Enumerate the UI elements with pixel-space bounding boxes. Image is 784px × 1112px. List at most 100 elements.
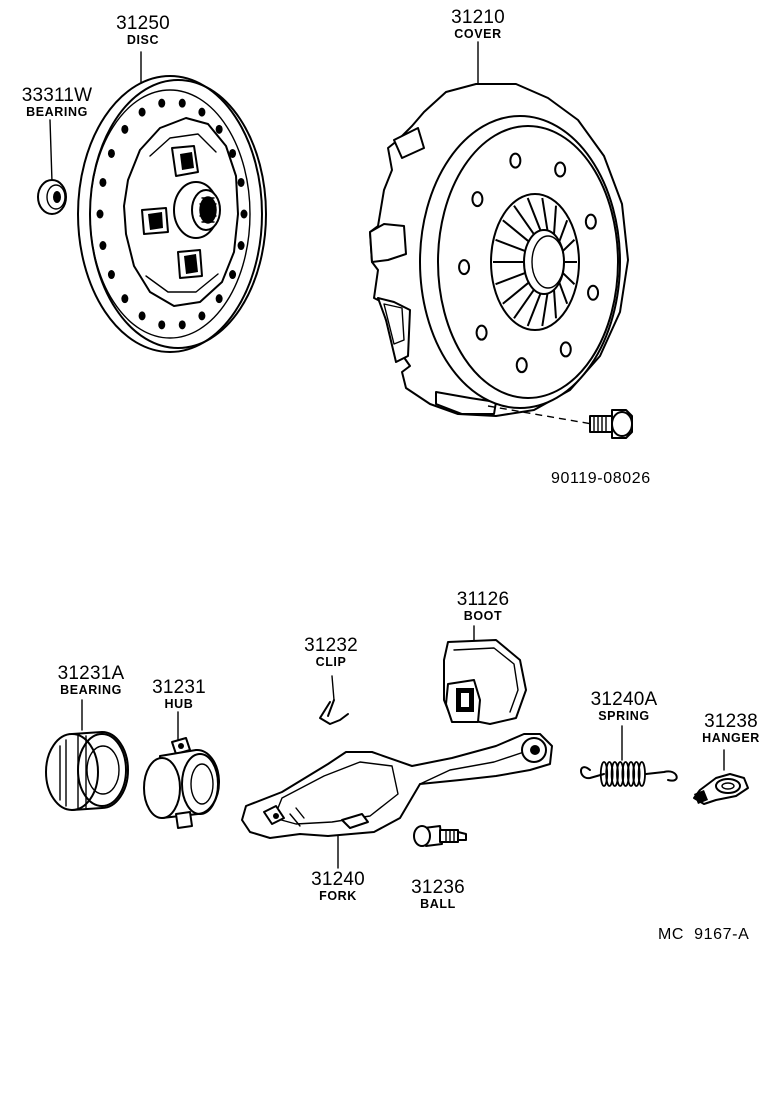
spring-coil xyxy=(632,761,641,787)
clutch-disc-drawing xyxy=(77,51,267,353)
cover-hole xyxy=(471,191,484,208)
part-name: SPRING xyxy=(598,709,650,723)
rivet-hole xyxy=(107,270,115,280)
rivet-hole xyxy=(237,241,245,251)
part-number: 31231 xyxy=(152,677,206,698)
part-name: FORK xyxy=(319,889,357,903)
part-number: 31240A xyxy=(590,689,658,710)
callout-cover-bolt: 90119-08026 xyxy=(551,470,651,487)
rivet-hole xyxy=(178,320,186,330)
diaphragm-finger xyxy=(558,282,569,305)
rivet-hole xyxy=(237,177,245,187)
rivet-hole xyxy=(240,209,248,219)
diaphragm-finger xyxy=(513,289,535,319)
cover-hole xyxy=(475,324,488,341)
part-number: 31236 xyxy=(411,877,465,898)
diaphragm-finger xyxy=(495,238,526,252)
fork-drawing xyxy=(241,733,553,869)
part-name: BEARING xyxy=(60,683,122,697)
rivet-hole xyxy=(107,148,115,158)
spring-coil xyxy=(626,761,636,787)
diaphragm-finger xyxy=(553,205,557,235)
diaphragm-finger xyxy=(541,293,549,327)
diaphragm-finger xyxy=(526,293,542,327)
callout-hub: 31231 HUB xyxy=(146,678,212,711)
diaphragm-finger xyxy=(526,197,542,231)
rivet-hole xyxy=(198,311,206,321)
diaphragm-finger xyxy=(495,272,526,286)
part-name: DISC xyxy=(126,33,160,47)
spring-coil xyxy=(605,761,614,787)
rivet-hole xyxy=(215,294,223,304)
spring-coil xyxy=(616,761,625,787)
rivet-hole xyxy=(229,270,237,280)
cover-hole xyxy=(587,284,600,301)
part-number: 31232 xyxy=(304,635,358,656)
rivet-hole xyxy=(158,98,166,108)
release-bearing-drawing xyxy=(45,699,129,811)
part-name: HANGER xyxy=(702,731,760,745)
part-name: HUB xyxy=(164,697,194,711)
rivet-hole xyxy=(99,241,107,251)
ball-drawing xyxy=(413,825,467,847)
callout-boot: 31126 BOOT xyxy=(448,590,518,623)
cover-hole xyxy=(559,341,572,358)
cover-bolt-drawing xyxy=(589,409,633,439)
part-name: BALL xyxy=(420,897,456,911)
part-name: COVER xyxy=(454,27,502,41)
part-number: 31250 xyxy=(116,13,170,34)
diaphragm-finger xyxy=(562,272,576,285)
diagram-code: MC 9167-A xyxy=(658,926,750,943)
cover-hole xyxy=(515,357,528,374)
rivet-hole xyxy=(215,124,223,134)
rivet-hole xyxy=(158,320,166,330)
part-number: 31210 xyxy=(451,7,505,28)
hub-drawing xyxy=(143,711,220,829)
diaphragm-finger xyxy=(541,197,549,231)
callout-cover: 31210 COVER xyxy=(438,8,518,41)
hanger-drawing xyxy=(693,749,749,805)
part-number: 33311W xyxy=(21,85,93,106)
spring-drawing xyxy=(580,725,678,787)
rivet-hole xyxy=(96,209,104,219)
cover-hole xyxy=(458,259,471,276)
callout-spring: 31240A SPRING xyxy=(584,690,664,723)
boot-drawing xyxy=(443,625,527,725)
cover-hole xyxy=(554,161,567,178)
diaphragm-finger xyxy=(562,239,576,252)
part-number: 31238 xyxy=(704,711,758,732)
clutch-cover-drawing xyxy=(369,41,629,425)
diaphragm-finger xyxy=(558,219,569,242)
clip-drawing xyxy=(319,675,349,725)
spring-coil xyxy=(610,761,619,787)
part-number: 31231A xyxy=(57,663,125,684)
diaphragm-finger xyxy=(502,281,530,305)
callout-fork: 31240 FORK xyxy=(302,870,374,903)
rivet-hole xyxy=(121,294,129,304)
part-number: 31126 xyxy=(456,589,510,610)
diaphragm-finger xyxy=(513,205,535,235)
cover-hole xyxy=(584,213,597,230)
part-name: BOOT xyxy=(463,609,503,623)
part-number: 31240 xyxy=(311,869,365,890)
part-name: CLIP xyxy=(315,655,347,669)
diaphragm-finger xyxy=(502,219,530,243)
callout-hanger: 31238 HANGER xyxy=(692,712,770,745)
rivet-hole xyxy=(229,148,237,158)
rivet-hole xyxy=(138,311,146,321)
callout-disc: 31250 DISC xyxy=(104,14,182,47)
callout-pilot-bearing: 33311W BEARING xyxy=(14,86,100,119)
rivet-hole xyxy=(198,107,206,117)
rivet-hole xyxy=(99,177,107,187)
cover-hole xyxy=(509,152,522,169)
spring-coil xyxy=(621,761,630,787)
rivet-hole xyxy=(121,124,129,134)
callout-release-bearing: 31231A BEARING xyxy=(46,664,136,697)
rivet-hole xyxy=(138,107,146,117)
spring-coil xyxy=(599,761,609,787)
diaphragm-finger xyxy=(553,289,557,319)
callout-clip: 31232 CLIP xyxy=(294,636,368,669)
pilot-bearing-drawing xyxy=(37,119,67,215)
callout-ball: 31236 BALL xyxy=(406,878,470,911)
